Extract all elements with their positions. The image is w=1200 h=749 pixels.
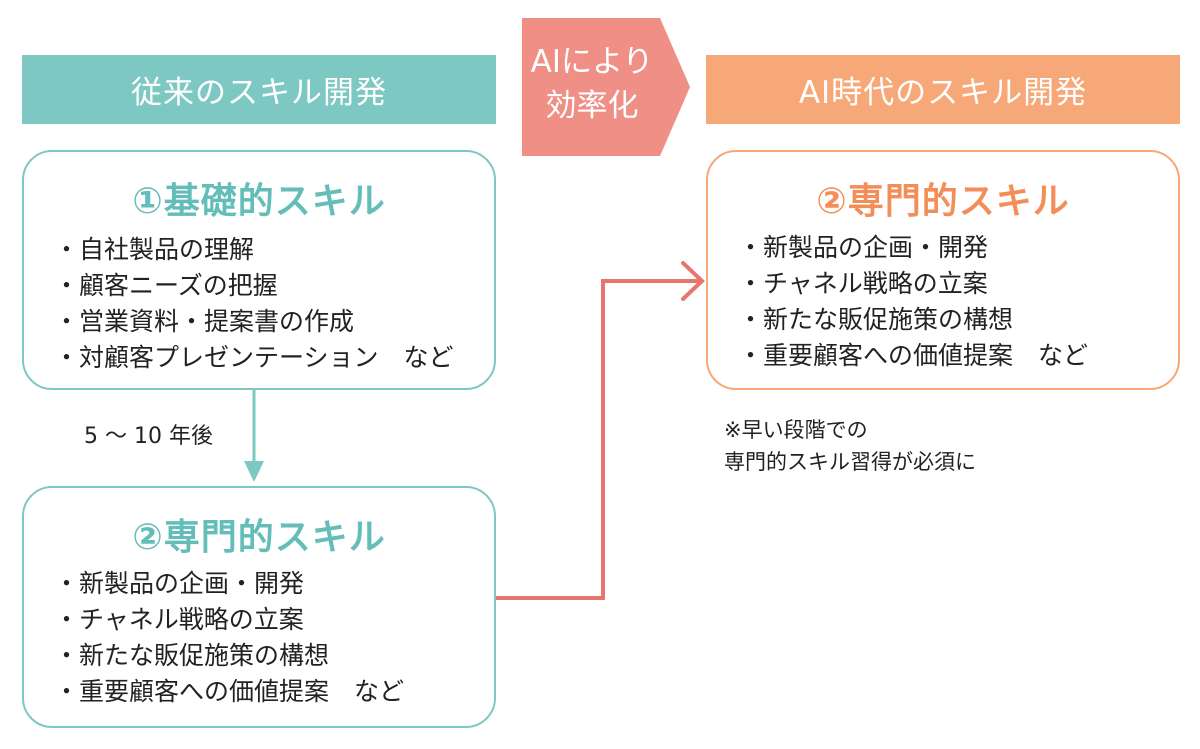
header-ai-era-label: AI時代のスキル開発 <box>798 75 1088 111</box>
ai-efficiency-label: AIにより 効率化 <box>522 40 662 128</box>
note-line1: ※早い段階での <box>724 418 868 442</box>
note-line2: 専門的スキル習得が必須に <box>724 450 976 474</box>
list-item: 営業資料・提案書の作成 <box>54 304 454 340</box>
ai-efficiency-arrow <box>522 18 690 156</box>
list-item: 新たな販促施策の構想 <box>54 638 404 674</box>
card-specialized-right: ②専門的スキル 新製品の企画・開発 チャネル戦略の立案 新たな販促施策の構想 重… <box>706 150 1180 390</box>
card-specialized-right-list: 新製品の企画・開発 チャネル戦略の立案 新たな販促施策の構想 重要顧客への価値提… <box>738 230 1088 374</box>
list-item: 重要顧客への価値提案 など <box>54 674 404 710</box>
list-item: 顧客ニーズの把握 <box>54 268 454 304</box>
card-specialized-right-title: ②専門的スキル <box>816 181 1070 222</box>
header-traditional: 従来のスキル開発 <box>22 55 496 124</box>
list-item: 対顧客プレゼンテーション など <box>54 340 454 376</box>
shift-arrow-head <box>681 261 705 301</box>
list-item: チャネル戦略の立案 <box>738 266 1088 302</box>
card-basic-title: ①基礎的スキル <box>132 181 386 222</box>
shift-arrow-line <box>496 279 700 600</box>
list-item: 新製品の企画・開発 <box>54 566 404 602</box>
ai-efficiency-arrow-shape <box>522 18 690 156</box>
early-specialization-note: ※早い段階での 専門的スキル習得が必須に <box>724 414 976 478</box>
duration-arrow-head <box>244 461 264 482</box>
ai-efficiency-line2: 効率化 <box>545 88 639 124</box>
card-specialized-left: ②専門的スキル 新製品の企画・開発 チャネル戦略の立案 新たな販促施策の構想 重… <box>22 486 496 728</box>
card-specialized-left-list: 新製品の企画・開発 チャネル戦略の立案 新たな販促施策の構想 重要顧客への価値提… <box>54 566 404 710</box>
ai-efficiency-line1: AIにより <box>530 44 654 80</box>
card-specialized-left-title: ②専門的スキル <box>132 517 386 558</box>
header-ai-era: AI時代のスキル開発 <box>706 55 1180 124</box>
list-item: 重要顧客への価値提案 など <box>738 338 1088 374</box>
list-item: 新たな販促施策の構想 <box>738 302 1088 338</box>
card-basic-list: 自社製品の理解 顧客ニーズの把握 営業資料・提案書の作成 対顧客プレゼンテーショ… <box>54 232 454 376</box>
list-item: 新製品の企画・開発 <box>738 230 1088 266</box>
card-basic-skills: ①基礎的スキル 自社製品の理解 顧客ニーズの把握 営業資料・提案書の作成 対顧客… <box>22 150 496 390</box>
duration-label: 5 ～ 10 年後 <box>84 424 213 449</box>
header-traditional-label: 従来のスキル開発 <box>131 75 387 111</box>
list-item: チャネル戦略の立案 <box>54 602 404 638</box>
list-item: 自社製品の理解 <box>54 232 454 268</box>
